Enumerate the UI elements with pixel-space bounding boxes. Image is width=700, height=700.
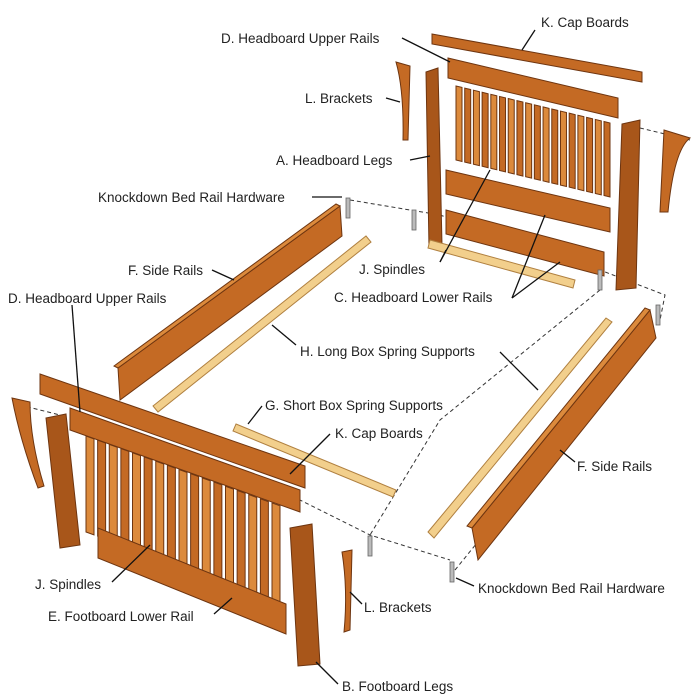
label-side-rails: F. Side Rails	[577, 459, 652, 474]
spindle	[271, 502, 281, 603]
label-long-box-spring-supports: H. Long Box Spring Supports	[300, 344, 475, 359]
spindle	[507, 97, 515, 175]
headboard-leg-left	[425, 67, 443, 249]
footboard-lower-rail	[97, 527, 287, 635]
spindle	[533, 104, 541, 181]
headboard-bracket-right	[659, 129, 692, 213]
label-spindles: J. Spindles	[359, 262, 425, 277]
spindle	[120, 447, 130, 549]
footboard-upper-rail	[69, 407, 301, 513]
label-side-rails: F. Side Rails	[128, 263, 203, 278]
side-rail-right-top	[466, 307, 651, 529]
spindle	[577, 114, 585, 192]
spindle	[190, 472, 200, 574]
label-cap-boards: K. Cap Boards	[541, 15, 629, 30]
spindle	[542, 106, 550, 183]
footboard-leg-right	[289, 523, 321, 667]
spindle	[201, 477, 211, 578]
label-footboard-legs: B. Footboard Legs	[342, 679, 453, 694]
headboard-lower-rail-2	[445, 209, 605, 277]
headboard-cap-board	[431, 33, 643, 83]
footboard-bracket-right	[341, 549, 353, 633]
label-spindles: J. Spindles	[35, 577, 101, 592]
headboard-spindles	[455, 85, 611, 198]
spindle	[481, 91, 489, 169]
label-headboard-upper-rails: D. Headboard Upper Rails	[8, 291, 167, 306]
spindle	[213, 481, 223, 582]
spindle	[455, 85, 463, 163]
spindle	[97, 439, 107, 540]
spindle	[516, 99, 524, 177]
headboard-leg-right	[615, 119, 641, 291]
long-box-spring-support-right	[427, 317, 613, 539]
spindle	[155, 460, 165, 561]
spindle	[594, 118, 602, 196]
hardware-bracket	[367, 535, 373, 557]
spindle	[166, 464, 176, 565]
spindle	[603, 120, 611, 198]
label-short-box-spring-supports: G. Short Box Spring Supports	[265, 398, 443, 413]
spindle	[525, 102, 533, 179]
short-box-spring-support	[232, 423, 397, 498]
hardware-bracket	[449, 561, 455, 583]
label-headboard-lower-rails: C. Headboard Lower Rails	[334, 290, 493, 305]
spindle	[85, 435, 95, 536]
spindle	[586, 116, 594, 194]
spindle	[236, 489, 246, 590]
side-rail-right	[471, 308, 657, 562]
spindle	[568, 112, 576, 190]
label-knockdown-hardware: Knockdown Bed Rail Hardware	[98, 190, 285, 205]
footboard-leg-left	[45, 413, 81, 549]
label-cap-boards: K. Cap Boards	[335, 426, 423, 441]
label-brackets: L. Brackets	[364, 600, 432, 615]
footboard-cap-board	[39, 373, 306, 489]
spindle	[490, 93, 498, 171]
hardware-bracket	[655, 304, 661, 326]
spindle	[143, 456, 153, 557]
spindle	[178, 468, 188, 570]
long-box-spring-support-left	[152, 235, 372, 413]
spindle	[108, 443, 118, 544]
label-headboard-upper-rails: D. Headboard Upper Rails	[221, 31, 380, 46]
spindle	[132, 452, 141, 553]
footboard-assembly	[11, 373, 455, 667]
footboard-bracket-left	[11, 397, 45, 489]
leader-lines	[71, 29, 576, 685]
hardware-bracket	[345, 197, 351, 219]
spindle	[499, 95, 507, 173]
spindle	[248, 493, 258, 595]
label-brackets: L. Brackets	[305, 91, 373, 106]
spindle	[225, 485, 234, 586]
spindle	[472, 89, 480, 167]
spindle	[551, 108, 559, 186]
headboard-short-support	[427, 239, 576, 289]
label-headboard-legs: A. Headboard Legs	[276, 153, 393, 168]
hardware-bracket	[597, 269, 603, 291]
headboard-upper-rail	[447, 57, 619, 119]
headboard-lower-rail-1	[445, 169, 611, 233]
label-knockdown-hardware: Knockdown Bed Rail Hardware	[478, 581, 665, 596]
spindle	[559, 110, 567, 188]
spindle	[464, 87, 472, 165]
spindle	[259, 498, 269, 599]
part-labels: K. Cap Boards D. Headboard Upper Rails L…	[8, 15, 665, 694]
hardware-bracket	[411, 209, 417, 231]
headboard-assembly	[345, 33, 692, 326]
headboard-bracket-left	[395, 61, 411, 141]
label-footboard-lower-rail: E. Footboard Lower Rail	[48, 609, 194, 624]
side-rail-left-top	[113, 203, 341, 369]
